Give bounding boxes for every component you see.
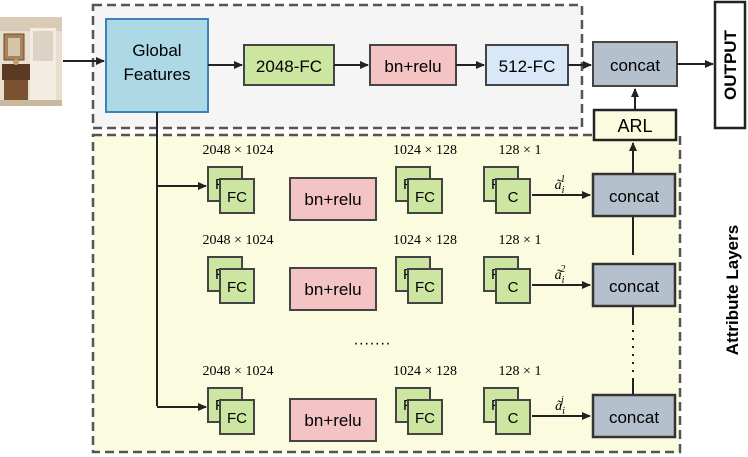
a-tilde-label: ãi2 bbox=[555, 264, 566, 286]
row-bn-relu-label: bn+relu bbox=[304, 280, 361, 299]
top-concat-label: concat bbox=[610, 56, 660, 75]
fc-front-box bbox=[495, 268, 531, 304]
fc-front-box bbox=[495, 399, 531, 435]
fc-front-box bbox=[407, 178, 443, 214]
row-concat-label: concat bbox=[609, 187, 659, 206]
fc-pair-1-c: FCC bbox=[483, 166, 531, 214]
output-box bbox=[713, 0, 747, 130]
row-concat-label: concat bbox=[609, 408, 659, 427]
dim-label-d2: 1024 × 128 bbox=[393, 233, 457, 248]
fc-pair-3-c: FCC bbox=[483, 387, 531, 435]
fc2048-label: 2048-FC bbox=[256, 57, 322, 76]
fc2048-box bbox=[243, 44, 335, 86]
dim-label-d2: 1024 × 128 bbox=[393, 364, 457, 379]
fc512-box bbox=[485, 44, 569, 86]
fc-pair-2-c: FCC bbox=[483, 256, 531, 304]
row-concat-box bbox=[591, 172, 677, 218]
row-concat-label: concat bbox=[609, 277, 659, 296]
fc-front-box bbox=[407, 268, 443, 304]
fc-front-label: FC bbox=[415, 410, 435, 427]
row-bn-relu-box bbox=[289, 267, 377, 311]
row-bn-relu-label: bn+relu bbox=[304, 190, 361, 209]
fc-front-box bbox=[219, 268, 255, 304]
output-label: OUTPUT bbox=[721, 29, 740, 100]
row-concat-box bbox=[591, 393, 677, 439]
fc512-label: 512-FC bbox=[499, 57, 556, 76]
fc-front-label: FC bbox=[227, 279, 247, 296]
arl-box bbox=[592, 108, 678, 142]
top-bn-relu-label: bn+relu bbox=[384, 57, 441, 76]
dim-label-d3: 128 × 1 bbox=[499, 364, 542, 379]
dim-label-d2: 1024 × 128 bbox=[393, 143, 457, 158]
dim-label-d3: 128 × 1 bbox=[499, 143, 542, 158]
fc-front-box bbox=[407, 399, 443, 435]
top-concat-box bbox=[592, 41, 678, 87]
dim-label-d1: 2048 × 1024 bbox=[203, 143, 274, 158]
fc-front-box bbox=[219, 399, 255, 435]
row-bn-relu-label: bn+relu bbox=[304, 411, 361, 430]
fc-front-label: FC bbox=[415, 189, 435, 206]
top-bn-relu-box bbox=[369, 44, 457, 86]
arl-label: ARL bbox=[617, 116, 652, 136]
fc-front-label: C bbox=[508, 410, 519, 427]
a-tilde-label: ãij bbox=[555, 395, 565, 417]
row-bn-relu-box bbox=[289, 177, 377, 221]
rows-ellipsis: ······· bbox=[353, 335, 390, 352]
dim-label-d3: 128 × 1 bbox=[499, 233, 542, 248]
attribute-panel bbox=[91, 133, 682, 454]
global-features-line1: Global bbox=[132, 41, 181, 60]
attribute-layers-label: Attribute Layers bbox=[723, 225, 742, 355]
fc-front-label: FC bbox=[227, 189, 247, 206]
room-photo-icon bbox=[0, 17, 62, 106]
dim-label-d1: 2048 × 1024 bbox=[203, 233, 274, 248]
fc-front-box bbox=[495, 178, 531, 214]
dim-label-d1: 2048 × 1024 bbox=[203, 364, 274, 379]
fc-front-label: FC bbox=[227, 410, 247, 427]
row-bn-relu-box bbox=[289, 398, 377, 442]
fc-front-box bbox=[219, 178, 255, 214]
fc-front-label: FC bbox=[415, 279, 435, 296]
global-features-line2: Features bbox=[123, 65, 190, 84]
a-tilde-label: ãi1 bbox=[555, 174, 566, 196]
fc-front-label: C bbox=[508, 279, 519, 296]
fc-front-label: C bbox=[508, 189, 519, 206]
row-concat-box bbox=[591, 262, 677, 308]
